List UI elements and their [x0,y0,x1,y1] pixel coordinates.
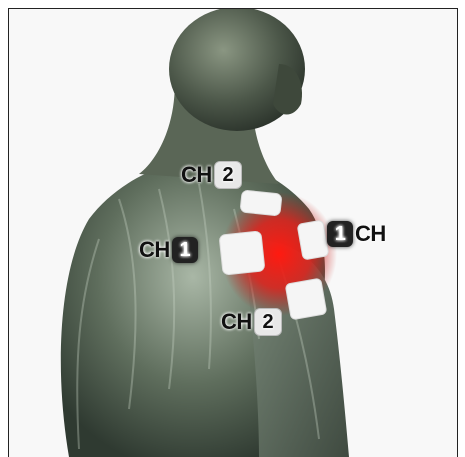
channel-number-badge: 2 [214,161,242,189]
shoulder-anatomy-illustration [9,9,457,457]
electrode-pad-ch2-bottom [285,278,327,320]
channel-number-badge: 1 [172,237,198,263]
channel-prefix: CH [355,221,386,247]
electrode-pad-ch1-right [297,220,329,260]
channel-label-ch2-bottom: CH 2 [221,308,282,336]
electrode-pad-ch1-left [219,231,265,275]
channel-number-badge: 1 [327,221,353,247]
channel-prefix: CH [181,162,212,188]
electrode-pad-ch2-top [240,190,282,216]
channel-prefix: CH [139,237,170,263]
image-frame: CH 2 CH 1 1 CH CH 2 [8,8,458,457]
channel-label-ch1-right: 1 CH [327,221,386,247]
channel-label-ch2-top: CH 2 [181,161,242,189]
channel-prefix: CH [221,309,252,335]
channel-number-badge: 2 [254,308,282,336]
channel-label-ch1-left: CH 1 [139,237,198,263]
